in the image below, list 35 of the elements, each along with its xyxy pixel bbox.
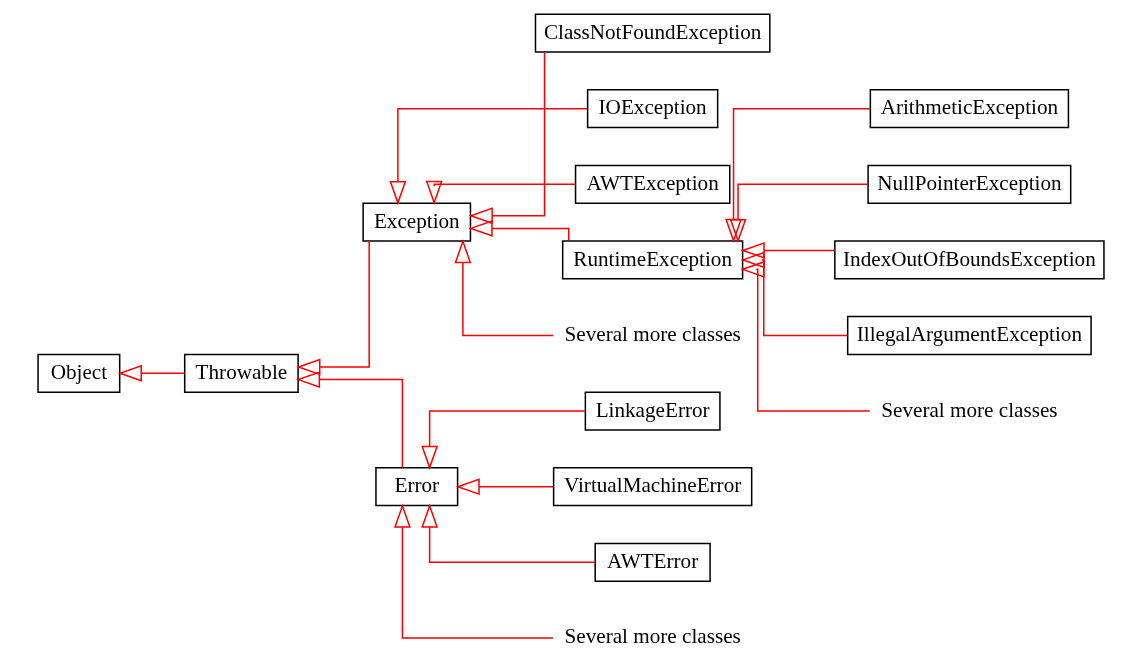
arrow <box>729 183 869 244</box>
node-text: Several more classes <box>564 322 741 347</box>
arrow <box>117 364 185 382</box>
node-box: Object <box>36 353 120 393</box>
node-box: Error <box>374 467 458 507</box>
node-box: NullPointerException <box>866 164 1071 204</box>
arrow <box>393 503 554 639</box>
arrow <box>420 410 586 470</box>
arrow <box>453 239 554 337</box>
arrow <box>425 180 576 206</box>
node-box: Exception <box>361 202 471 242</box>
arrow <box>295 371 403 469</box>
arrow <box>724 107 871 244</box>
node-box: IndexOutOfBoundsException <box>833 240 1105 280</box>
arrow <box>295 240 370 376</box>
node-box: VirtualMachineError <box>552 467 752 507</box>
node-box: Throwable <box>183 353 299 393</box>
node-text: Several more classes <box>564 624 741 649</box>
arrow <box>388 107 588 206</box>
node-box: RuntimeException <box>561 240 743 280</box>
arrow <box>455 478 554 496</box>
arrow <box>420 503 595 564</box>
node-box: AWTException <box>574 164 730 204</box>
arrow <box>740 251 848 337</box>
node-box: IllegalArgumentException <box>846 315 1092 356</box>
arrow <box>468 219 569 242</box>
node-box: LinkageError <box>584 391 721 431</box>
node-text: Several more classes <box>880 397 1058 422</box>
node-box: IOException <box>586 89 718 129</box>
arrow <box>739 260 870 412</box>
node-box: AWTError <box>593 542 711 582</box>
node-box: ClassNotFoundException <box>534 13 771 53</box>
arrow <box>740 242 835 259</box>
arrow <box>468 51 545 225</box>
node-box: ArithmeticException <box>869 89 1069 129</box>
